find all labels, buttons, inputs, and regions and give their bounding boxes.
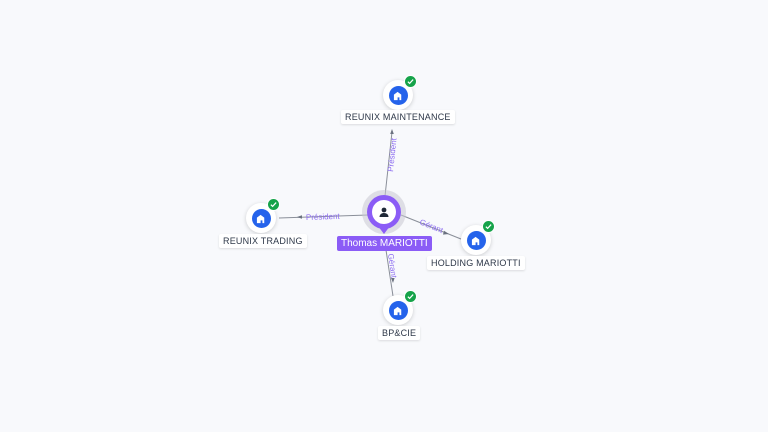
person-icon [372,200,396,224]
company-node-reunix-maintenance[interactable] [383,75,417,110]
company-building-icon [466,230,486,250]
company-label-reunix-maintenance[interactable]: REUNIX MAINTENANCE [341,110,455,124]
edge-label-bpcie: Gérant [386,253,398,279]
verified-check-icon [267,198,280,211]
company-node-reunix-trading[interactable] [246,198,280,233]
verified-check-icon [482,220,495,233]
company-label-holding-mariotti[interactable]: HOLDING MARIOTTI [427,256,525,270]
edge-maintenance: Président [384,129,399,197]
edge-label-holding: Gérant [418,218,445,236]
company-building-icon [388,300,408,320]
person-node-thomas-mariotti[interactable] [367,195,401,229]
company-building-icon [388,85,408,105]
verified-check-icon [404,290,417,303]
verified-check-icon [404,75,417,88]
person-label-thomas-mariotti[interactable]: Thomas MARIOTTI [337,236,432,251]
company-node-bpcie[interactable] [383,290,417,325]
edge-label-trading: Président [306,212,341,222]
edge-label-maintenance: Président [386,137,399,172]
center-node-pointer [378,226,390,234]
company-label-reunix-trading[interactable]: REUNIX TRADING [219,234,307,248]
company-label-bpcie[interactable]: BP&CIE [378,326,421,340]
company-node-holding-mariotti[interactable] [461,220,495,255]
edge-trading: Président [278,212,369,222]
edge-bpcie: Gérant [385,249,398,297]
company-building-icon [251,208,271,228]
